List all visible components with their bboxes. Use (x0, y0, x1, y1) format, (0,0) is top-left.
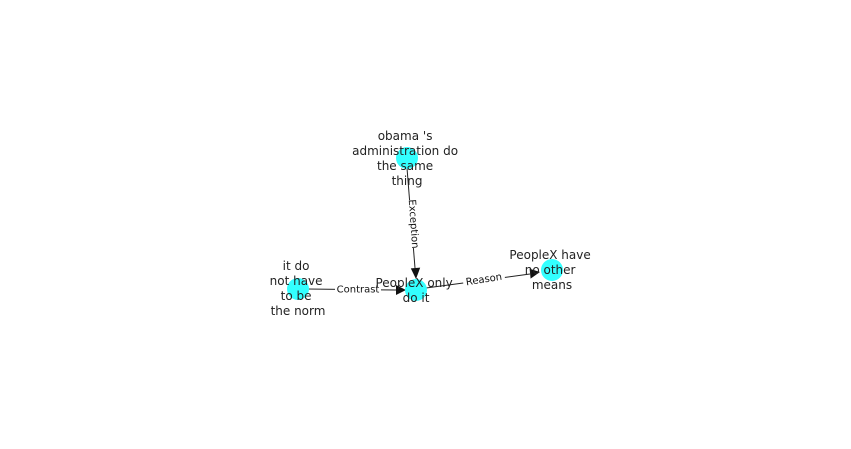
node-other-means-label-line-3: means (532, 278, 572, 292)
node-obama-label-line-3: the same (377, 159, 433, 173)
node-peoplex-only-label: PeopleX only do it (375, 276, 456, 305)
node-norm-label-line-3: to be (281, 289, 312, 303)
node-obama-label: obama 's administration do the same thin… (352, 129, 462, 188)
node-norm-label-line-2: not have (270, 274, 323, 288)
node-other-means-label-line-2: no other (525, 263, 576, 277)
edge-contrast-arrowhead (396, 285, 406, 295)
edge-exception-label: Exception (406, 199, 420, 249)
node-norm-label-line-1: it do (283, 259, 310, 273)
node-obama-label-line-2: administration do (352, 144, 458, 158)
node-other-means-circle (541, 259, 563, 281)
edge-exception-arrowhead (410, 267, 421, 279)
node-layer: obama 's administration do the same thin… (270, 129, 594, 318)
node-obama-label-line-4: thing (392, 174, 423, 188)
edge-contrast-label: Contrast (337, 285, 380, 296)
edge-contrast-label-bg (335, 283, 381, 297)
node-norm-circle (287, 278, 309, 300)
node-obama-circle (396, 147, 418, 169)
node-peoplex-only-circle (405, 279, 427, 301)
node-other-means-label-line-1: PeopleX have (509, 248, 590, 262)
node-other-means-label: PeopleX have no other means (509, 248, 594, 292)
node-peoplex-only-label-line-1: PeopleX only (375, 276, 452, 290)
edge-layer: Exception Contrast Reason (306, 167, 540, 297)
node-obama-label-line-1: obama 's (378, 129, 433, 143)
node-peoplex-only-label-line-2: do it (403, 291, 430, 305)
edge-exception-label-bg (404, 199, 422, 249)
edge-reason-arrowhead (529, 268, 540, 279)
edge-reason-label-bg (462, 269, 506, 291)
node-norm-label-line-4: the norm (271, 304, 326, 318)
node-norm-label: it do not have to be the norm (270, 259, 327, 318)
